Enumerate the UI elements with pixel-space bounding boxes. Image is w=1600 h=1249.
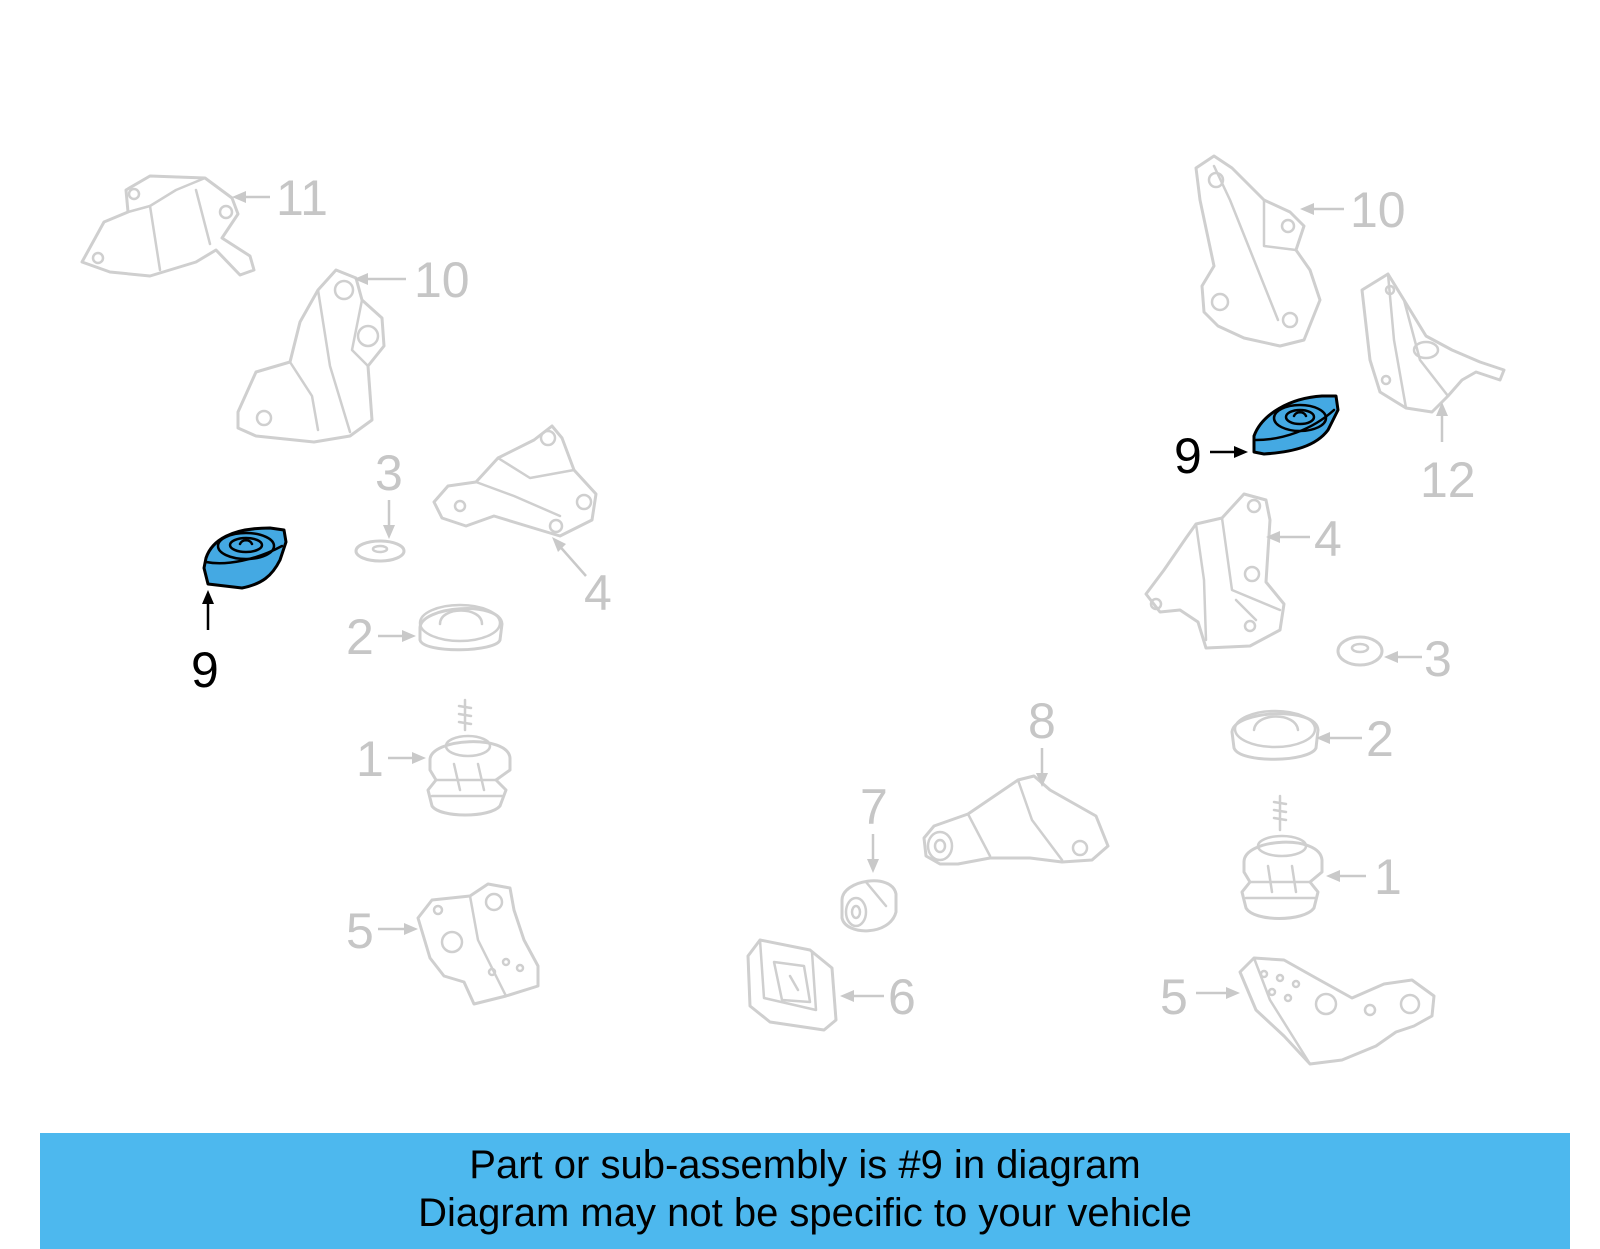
svg-text:10: 10 — [1350, 182, 1406, 238]
callout-right-1: 1 — [1326, 849, 1402, 905]
svg-text:7: 7 — [860, 779, 888, 835]
part-11-left-bracket — [80, 174, 256, 278]
part-1-left-mount — [426, 698, 512, 817]
callout-right-5: 5 — [1160, 969, 1240, 1025]
part-2-right-cushion — [1230, 709, 1320, 761]
callout-mid-7: 7 — [860, 779, 888, 873]
callout-left-10: 10 — [354, 252, 470, 308]
callout-left-2: 2 — [346, 609, 416, 665]
part-12-right-bracket — [1360, 272, 1506, 414]
part-9-right-highlighted — [1252, 394, 1340, 456]
svg-text:1: 1 — [356, 731, 384, 787]
svg-text:11: 11 — [276, 170, 328, 226]
callout-right-3: 3 — [1384, 631, 1452, 687]
part-9-left-highlighted — [202, 526, 288, 590]
part-10-right-bracket — [1194, 154, 1322, 348]
info-banner: Part or sub-assembly is #9 in diagram Di… — [40, 1133, 1570, 1249]
callout-left-9: 9 — [191, 590, 219, 698]
svg-text:9: 9 — [191, 642, 219, 698]
part-2-left-cushion — [418, 603, 504, 652]
part-7-bushing — [840, 879, 898, 933]
svg-text:3: 3 — [375, 445, 403, 501]
svg-text:1: 1 — [1374, 849, 1402, 905]
part-5-right-bracket — [1238, 956, 1436, 1066]
svg-text:9: 9 — [1174, 428, 1202, 484]
svg-text:4: 4 — [584, 565, 612, 621]
svg-text:12: 12 — [1420, 452, 1476, 508]
svg-text:2: 2 — [346, 609, 374, 665]
part-1-right-mount — [1240, 794, 1324, 920]
callout-right-2: 2 — [1316, 711, 1394, 767]
part-6-block — [746, 938, 838, 1032]
callout-left-11: 11 — [232, 170, 328, 226]
callout-right-10: 10 — [1300, 182, 1406, 238]
part-4-left-bracket — [432, 424, 598, 538]
callout-left-5: 5 — [346, 903, 418, 959]
svg-text:2: 2 — [1366, 711, 1394, 767]
svg-text:3: 3 — [1424, 631, 1452, 687]
callout-right-12: 12 — [1420, 402, 1476, 508]
callout-left-4: 4 — [552, 537, 612, 621]
part-3-right-washer — [1336, 635, 1384, 667]
callout-right-9: 9 — [1174, 428, 1248, 484]
banner-line-disclaimer: Diagram may not be specific to your vehi… — [418, 1191, 1192, 1235]
svg-text:4: 4 — [1314, 511, 1342, 567]
callout-right-4: 4 — [1266, 511, 1342, 567]
banner-line-part: Part or sub-assembly is #9 in diagram — [469, 1143, 1141, 1187]
callout-mid-8: 8 — [1028, 693, 1056, 787]
svg-text:5: 5 — [346, 903, 374, 959]
part-4-right-bracket — [1144, 492, 1286, 650]
svg-text:5: 5 — [1160, 969, 1188, 1025]
part-5-left-bracket — [416, 882, 540, 1006]
part-8-bracket — [922, 774, 1110, 866]
part-10-left-bracket — [236, 268, 386, 444]
svg-text:8: 8 — [1028, 693, 1056, 749]
part-3-left-washer — [354, 539, 406, 563]
callout-left-3: 3 — [375, 445, 403, 539]
svg-text:10: 10 — [414, 252, 470, 308]
callout-mid-6: 6 — [840, 969, 916, 1025]
callout-left-1: 1 — [356, 731, 426, 787]
svg-text:6: 6 — [888, 969, 916, 1025]
